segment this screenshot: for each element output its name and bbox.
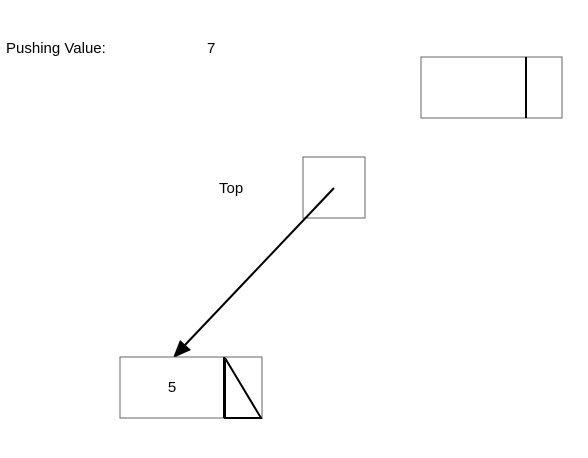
arrow-line xyxy=(184,187,335,346)
arrow-head xyxy=(173,340,191,358)
top-pointer-arrow xyxy=(173,187,335,358)
stack-node-box xyxy=(119,356,263,419)
top-pointer-label: Top xyxy=(219,180,244,197)
new-node xyxy=(420,56,563,119)
status-label: Pushing Value: xyxy=(6,40,106,57)
status-value: 7 xyxy=(207,40,216,57)
null-pointer-icon xyxy=(224,357,263,419)
top-pointer-box xyxy=(302,156,366,219)
stack-node xyxy=(119,356,263,419)
stack-node-value: 5 xyxy=(167,379,177,396)
new-node-box xyxy=(420,56,563,119)
